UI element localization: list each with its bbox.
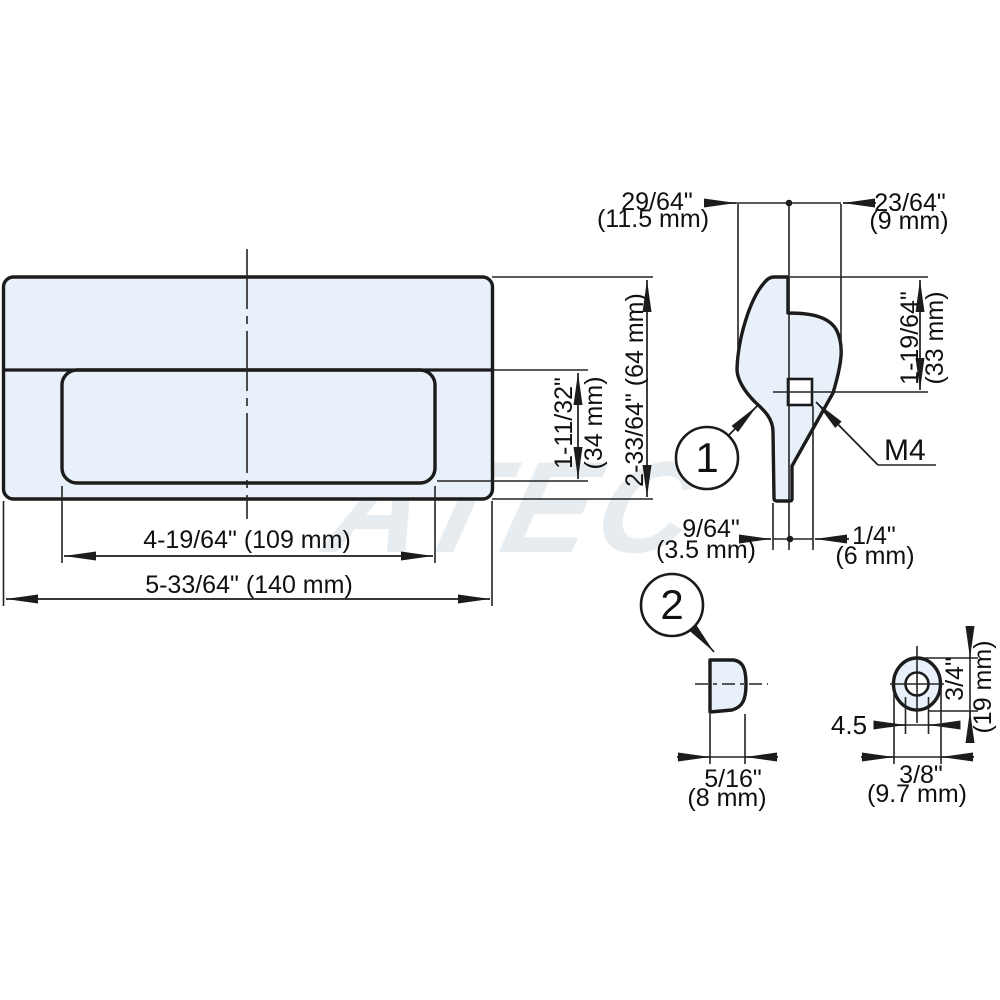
dim-end-height-label-mm: (19 mm) [969,640,997,733]
dim-end-width-label-in: 3/8" [899,761,943,789]
end-view: 4.5 3/4" (19 mm) 3/8" (9.7 mm) [831,626,997,808]
front-view-recess [60,368,437,485]
callout-1-balloon [674,425,740,491]
side-view: 29/64" (11.5 mm) 23/64" (9 mm) 1-19/64" … [597,188,949,570]
dim-recess-height-label-in: 1-11/32" [550,377,578,469]
dim-back-offset-label-mm: (9 mm) [869,207,948,235]
dim-lip-label-in: 9/64" [682,515,740,543]
callout-2-leader [689,624,715,653]
dim-end-width-label-mm: (9.7 mm) [867,780,967,808]
dim-back-offset-label-in: 23/64" [874,189,945,217]
dim-detail-width-label-in: 5/16" [704,765,762,793]
detail-view: 2 5/16" (8 mm) [639,572,778,812]
dim-overall-height-label: 2-33/64" (64 mm) [621,293,649,487]
dim-recess-width-label: 4-19/64" (109 mm) [143,526,351,554]
dim-front-offset-label-in: 29/64" [621,188,692,216]
m4-leader-line [815,401,879,466]
dim-lip-label-mm: (3.5 mm) [656,536,756,564]
front-view: 4-19/64" (109 mm) 5-33/64" (140 mm) 1-11… [1,249,653,606]
dim-hole-label: 4.5 [831,710,867,740]
dim-front-offset-label-mm: (11.5 mm) [597,205,709,233]
dim-overall-width-label: 5-33/64" (140 mm) [145,571,353,599]
dim-depth-label-mm: (6 mm) [835,542,914,570]
callout-2-number: 2 [660,581,683,628]
dim-origin-dot [785,199,793,207]
callout-1-number: 1 [695,434,718,481]
dim-side-height-label-in: 1-19/64" [896,291,924,385]
dim-recess-height-label-mm: (34 mm) [580,376,608,469]
callout-2-balloon [639,572,705,638]
callout-1-leader [728,405,758,436]
thread-label: M4 [884,434,926,467]
dim-detail-width-label-mm: (8 mm) [687,784,766,812]
dim-side-height-label-mm: (33 mm) [921,291,949,384]
dim-origin-dot [786,535,794,543]
dim-end-height-label-in: 3/4" [941,657,969,701]
detail-profile-outline [708,658,748,714]
dim-depth-label-in: 1/4" [852,522,896,550]
